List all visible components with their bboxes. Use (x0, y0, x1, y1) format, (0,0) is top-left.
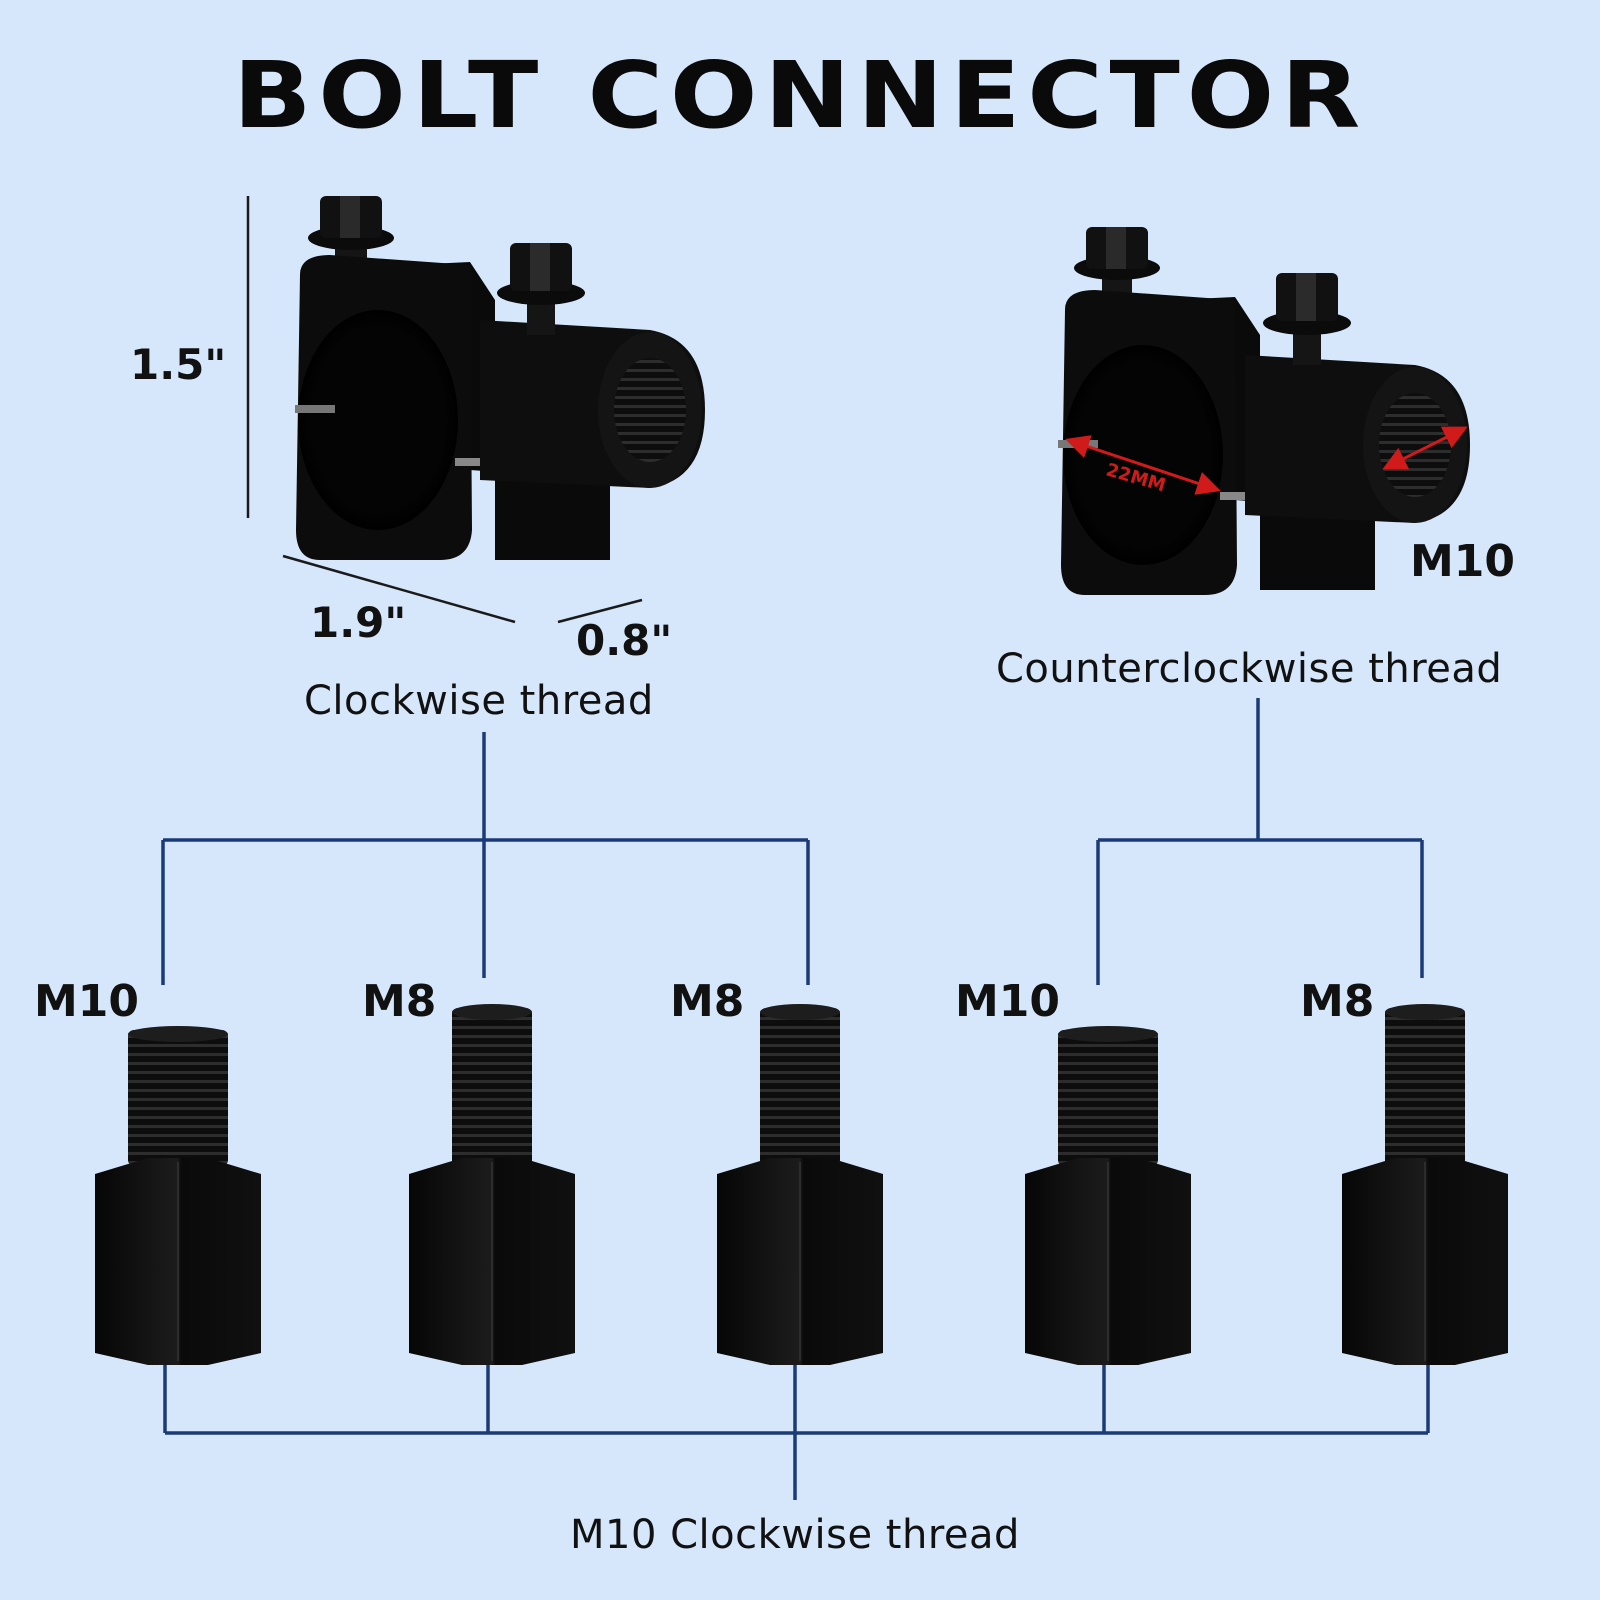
adapter-thread-tip (128, 1026, 228, 1042)
adapter-size-label: M8 (1300, 976, 1375, 1027)
adapter-thread-tip (452, 1004, 532, 1020)
adapter-thread (1385, 1008, 1465, 1166)
right-clamp-illustration: 22MM (1058, 227, 1470, 595)
right-clamp-size-label: M10 (1410, 536, 1516, 587)
adapter-bolt (95, 1026, 261, 1365)
adapter-thread (760, 1008, 840, 1166)
counterclockwise-thread-caption: Counterclockwise thread (996, 646, 1503, 692)
adapter-thread-caption: M10 Clockwise thread (570, 1512, 1020, 1558)
adapter-thread (452, 1008, 532, 1166)
adapter-bolt (409, 1004, 575, 1365)
height-dimension-label: 1.5" (130, 340, 227, 389)
adapter-size-label: M8 (670, 976, 745, 1027)
adapter-thread-tip (1058, 1026, 1158, 1042)
connector-lines (161, 698, 1430, 1500)
adapter-size-label: M10 (34, 976, 140, 1027)
adapter-thread (1058, 1030, 1158, 1166)
adapter-size-label: M8 (362, 976, 437, 1027)
length-dimension-label: 1.9" (310, 598, 407, 647)
width-dimension-label: 0.8" (576, 616, 673, 665)
adapter-thread-tip (1385, 1004, 1465, 1020)
adapter-bolt (1025, 1026, 1191, 1365)
thread-measure-line (1382, 426, 1468, 470)
adapter-thread-tip (760, 1004, 840, 1020)
adapter-bolt (1342, 1004, 1508, 1365)
dimension-lines (246, 196, 643, 624)
clockwise-thread-caption: Clockwise thread (304, 678, 654, 724)
left-clamp-illustration (295, 196, 705, 560)
adapter-thread (128, 1030, 228, 1166)
adapter-bolt (717, 1004, 883, 1365)
page-title: BOLT CONNECTOR (233, 42, 1367, 149)
bore-measure-line (1065, 435, 1221, 495)
adapter-size-label: M10 (955, 976, 1061, 1027)
adapters-group (95, 1004, 1508, 1365)
